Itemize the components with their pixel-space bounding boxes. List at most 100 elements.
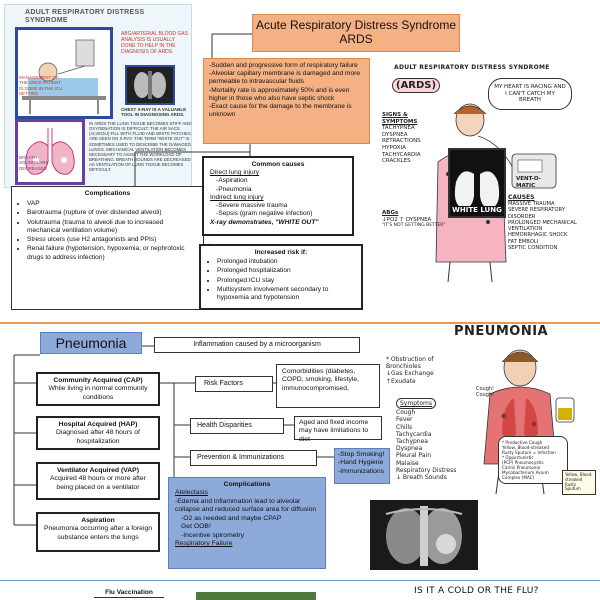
prevention-box: Prevention & Immunizations: [190, 450, 317, 466]
ards-subtitle: ARDS: [339, 32, 373, 46]
atelectasis-label: Atelectasis: [175, 489, 208, 497]
note-line: Carinii Pneumonia: [502, 465, 541, 471]
xray-demonstrates: X-ray demonstrates, "WHITE OUT": [210, 218, 319, 226]
ards-risk-box: Increased risk if: Prolonged intubation …: [199, 244, 363, 310]
obstruction-line: ↑Exudate: [386, 377, 416, 385]
direct-item: -Pneumonia: [216, 185, 252, 193]
ards-causes-box: Common causes Direct lung injury -Aspira…: [202, 156, 354, 236]
white-lung-xray: WHITE LUNG: [448, 148, 506, 218]
definition-line: -Alveolar capillary membrane is damaged …: [209, 70, 360, 86]
xray-note: CHEST X-RAY IS A VALUABLE TOOL IN DIAGNO…: [121, 107, 187, 118]
ards-tag: (ARDS): [392, 78, 441, 93]
cold-or-flu-heading: IS IT A COLD OR THE FLU?: [414, 586, 539, 596]
type-title: Hospital Acquired (HAP): [58, 421, 138, 428]
sketch-cause: MASSIVE TRAUMA: [508, 201, 555, 208]
prevention-items-box: -Stop Smoking! -Hand Hygiene -Immunizati…: [334, 448, 390, 484]
ards-complications-box: Complications VAP Barotrauma (rupture of…: [11, 186, 204, 310]
prevention-item: -Immunizations: [338, 467, 385, 475]
white-lung-label: WHITE LUNG: [450, 206, 504, 214]
risk-item: Prolonged intubation: [217, 258, 355, 266]
symptoms-title: Symptoms: [396, 398, 437, 410]
pneumonia-connectors: [13, 345, 334, 526]
complication-item: Volutrauma (trauma to alveoli due to inc…: [27, 219, 198, 235]
abg-note: ABG/ARTERIAL BLOOD GAS ANALYSIS IS USUAL…: [121, 31, 188, 55]
type-title: Ventilator Acquired (VAP): [57, 467, 139, 474]
obstruction-line: ↓Gas Exchange: [386, 370, 434, 378]
type-desc: Pneumonia occurring after a foreign subs…: [43, 525, 153, 541]
pneumonia-definition: Inflammation caused by a microorganism: [154, 337, 360, 353]
health-disparities-box: Health Disparities: [190, 418, 284, 434]
abgs-line: "IT'S NOT GETTING BETTER": [382, 223, 446, 229]
abgs-block: ABGs ↓PO2 ↑ DYSPNEA "IT'S NOT GETTING BE…: [382, 210, 446, 229]
pneumonia-sketch-title: PNEUMONIA: [454, 324, 549, 339]
abgs-line: ↓PO2 ↑ DYSPNEA: [382, 216, 432, 223]
atelectasis-item: -Incentive spirometry: [181, 531, 245, 539]
symptom-item: Cough: [396, 409, 416, 417]
symptom-item: Pleural Pain: [396, 452, 431, 460]
sign-item: TACHYCARDIA: [382, 151, 421, 158]
type-desc: Acquired 48 hours or more after being pl…: [50, 475, 146, 491]
ards-definition-box: -Sudden and progressive form of respirat…: [203, 58, 370, 144]
risk-title: Increased risk if:: [254, 249, 308, 256]
abgs-title: ABGs: [382, 210, 399, 216]
icu-patient-image: [15, 27, 113, 119]
indirect-injury-label: Indirect lung injury: [210, 193, 264, 201]
symptom-item: Respiratory Distress: [396, 466, 457, 474]
atelectasis-item: -O2 as needed and maybe CPAP: [181, 514, 282, 522]
ards-title: Acute Respiratory Distress Syndrome: [255, 18, 457, 32]
symptom-item: Chills: [396, 423, 413, 431]
sign-item: TACHYPNEA: [382, 125, 415, 132]
prevention-label: Prevention & Immunizations: [197, 454, 285, 461]
note-line: Mycobacterium Avium: [502, 470, 549, 476]
note-line: Yellow, Blood-streaked: [502, 445, 549, 451]
pneumonia-type-hap: Hospital Acquired (HAP) Diagnosed after …: [36, 416, 160, 450]
pneumonia-title-box: Pneumonia: [40, 332, 142, 354]
comorbidities-text: Comorbidities (diabetes, COPD, smoking, …: [282, 368, 360, 392]
pneumonia-type-aspiration: Aspiration Pneumonia occurring after a f…: [36, 512, 160, 552]
respiratory-failure-label: Respiratory Failure: [175, 540, 233, 548]
atelectasis-item: Get OOB!: [181, 523, 211, 531]
sketch-causes: CAUSES MASSIVE TRAUMA SEVERE RESPIRATORY…: [508, 194, 594, 251]
complication-item: Barotrauma (rupture of over distended al…: [27, 209, 198, 217]
pneumonia-title: Pneumonia: [55, 335, 127, 351]
comorbidities-box: Comorbidities (diabetes, COPD, smoking, …: [276, 364, 380, 408]
speech-bubble: MY HEART IS RACING AND I CAN'T CATCH MY …: [488, 78, 572, 110]
symptom-item: Fever: [396, 416, 413, 424]
definition-line: -Exact cause for the damage to the membr…: [209, 103, 352, 119]
ards-title-box: Acute Respiratory Distress Syndrome ARDS: [252, 14, 460, 52]
risk-factors-box: Risk Factors: [195, 376, 273, 392]
complication-item: VAP: [27, 200, 198, 208]
ards-sketch: ADULT RESPIRATORY DISTRESS SYNDROME (ARD…: [378, 62, 596, 288]
pneumonia-type-vap: Ventilator Acquired (VAP) Acquired 48 ho…: [36, 462, 160, 500]
sputum-cup-note: Yellow, Blood-streaked Rusty Sputum: [562, 470, 596, 496]
sign-item: RETRACTIONS: [382, 138, 421, 145]
pneumonia-type-cap: Community Acquired (CAP) While living in…: [36, 372, 160, 406]
atelectasis-item: -Edema and inflammation lead to alveolar…: [175, 497, 317, 514]
pneumonia-xray-photo: [370, 500, 478, 570]
aged-text: Aged and fixed income may have limitatio…: [299, 419, 369, 443]
ards-illustration-title: ADULT RESPIRATORY DISTRESS SYNDROME: [25, 9, 145, 25]
management-note: MANAGEMENT OF THE ARDS PATIENT IS DONE I…: [19, 75, 63, 97]
risk-factors-label: Risk Factors: [204, 380, 243, 387]
symptoms-list: Symptoms Cough Fever Chills Tachycardia …: [396, 398, 458, 481]
flu-vaccination-label: Flu Vaccination: [94, 589, 164, 599]
sign-item: HYPOXIA: [382, 144, 406, 151]
pneumonia-complications-title: Complications: [223, 481, 271, 488]
pneumonia-complications-box: Complications Atelectasis -Edema and inf…: [168, 477, 326, 569]
pneumonia-definition-text: Inflammation caused by a microorganism: [193, 341, 321, 348]
direct-injury-label: Direct lung injury: [210, 169, 260, 177]
symptom-item: Tachypnea: [396, 437, 428, 445]
health-disparities-label: Health Disparities: [197, 422, 252, 429]
causes-title: Common causes: [251, 161, 305, 168]
sign-item: DYSPNEA: [382, 131, 408, 138]
type-desc: Diagnosed after 48 hours of hospitalizat…: [56, 429, 140, 445]
prevention-item: -Stop Smoking!: [338, 451, 385, 458]
risk-item: Prolonged ICU stay: [217, 277, 355, 285]
symptom-item: Dyspnea: [396, 445, 423, 453]
complication-item: Renal failure (hypotension, hypoxemia, o…: [27, 245, 198, 261]
type-title: Aspiration: [81, 517, 115, 524]
note-line: * Opportunistic: [502, 455, 534, 461]
indirect-item: -Sepsis (gram negative infection): [216, 210, 313, 218]
risk-item: Multisystem involvement secondary to hyp…: [217, 286, 355, 302]
obstruction-line: * Obstruction of Bronchioles: [386, 356, 434, 371]
